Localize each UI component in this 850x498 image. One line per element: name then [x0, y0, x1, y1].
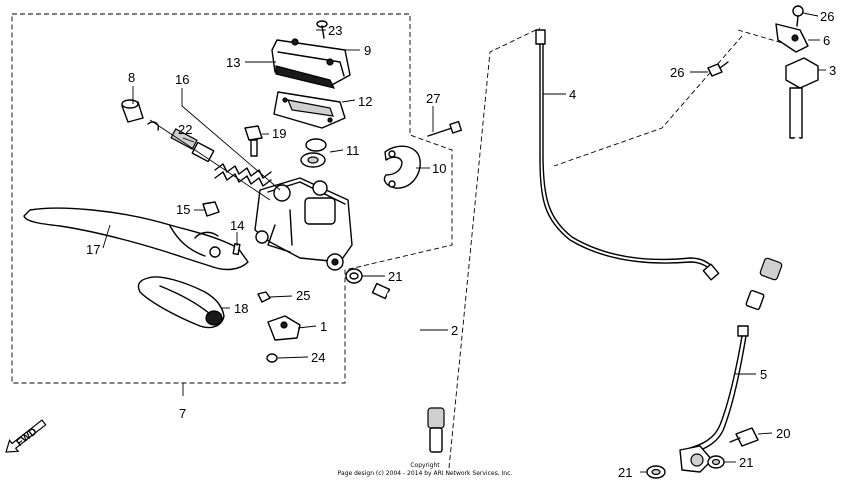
callout-26-top: 26	[820, 9, 834, 24]
callout-2: 2	[451, 323, 458, 338]
diaphragm-plate-part	[273, 91, 346, 129]
callout-3: 3	[829, 63, 836, 78]
nut-25-part	[257, 291, 271, 303]
screw-24-part	[266, 353, 278, 363]
bolt-27-part	[427, 120, 463, 137]
callout-17: 17	[86, 242, 100, 257]
callout-26-left: 26	[670, 65, 684, 80]
callout-20: 20	[776, 426, 790, 441]
callout-13: 13	[226, 55, 240, 70]
fwd-arrow-icon: FWD	[5, 419, 47, 453]
callout-7: 7	[179, 406, 186, 421]
callout-22: 22	[178, 122, 192, 137]
brake-pipe-4-part	[535, 29, 720, 281]
pin-14-part	[232, 243, 241, 256]
callout-18: 18	[234, 301, 248, 316]
callout-4: 4	[569, 87, 576, 102]
brake-lever-part	[23, 207, 249, 271]
copyright-title: Copyright	[410, 462, 440, 469]
grip-cover-part	[137, 276, 225, 329]
sealing-washer-right-part	[707, 455, 725, 469]
sealing-washer-left-part	[646, 465, 666, 479]
callout-24: 24	[311, 350, 325, 365]
reservoir-cap-part	[271, 38, 351, 89]
callout-23: 23	[328, 23, 342, 38]
bolt-26a-part	[792, 5, 804, 27]
callout-27: 27	[426, 91, 440, 106]
brake-hose-3-part	[745, 57, 819, 311]
piston-set-part	[121, 99, 272, 187]
bolt-19-part	[244, 125, 263, 157]
callout-25: 25	[296, 288, 310, 303]
bracket-6-part	[775, 23, 809, 53]
leader-lines	[102, 12, 826, 473]
holder-clamp-part	[383, 145, 421, 189]
callout-9: 9	[364, 43, 371, 58]
banjo-bolt-part	[729, 427, 759, 447]
brake-switch-part	[267, 315, 301, 341]
callout-10: 10	[432, 161, 446, 176]
copyright-notice: Page design (c) 2004 - 2014 by ARI Netwo…	[338, 470, 513, 477]
screw-23-part	[316, 20, 328, 39]
pivot-bolt-15-part	[202, 201, 220, 217]
brake-hose-upper-part	[371, 282, 445, 453]
callout-5: 5	[760, 367, 767, 382]
callout-19: 19	[272, 126, 286, 141]
callout-1: 1	[320, 319, 327, 334]
callout-16: 16	[175, 72, 189, 87]
assembly-frame	[11, 13, 453, 396]
callout-6: 6	[823, 33, 830, 48]
master-cylinder-part	[254, 177, 353, 271]
sealing-washer-part	[345, 268, 363, 284]
bolt-26b-part	[707, 61, 729, 77]
callout-8: 8	[128, 70, 135, 85]
callout-11: 11	[346, 143, 360, 158]
washer-11-part	[300, 138, 327, 168]
brake-pipe-5-part	[679, 325, 749, 473]
callout-21-right: 21	[739, 455, 753, 470]
connection-frame	[448, 27, 787, 469]
callout-14: 14	[230, 218, 244, 233]
callout-21-top: 21	[388, 269, 402, 284]
callout-15: 15	[176, 202, 190, 217]
callout-12: 12	[358, 94, 372, 109]
callout-21-left: 21	[618, 465, 632, 480]
